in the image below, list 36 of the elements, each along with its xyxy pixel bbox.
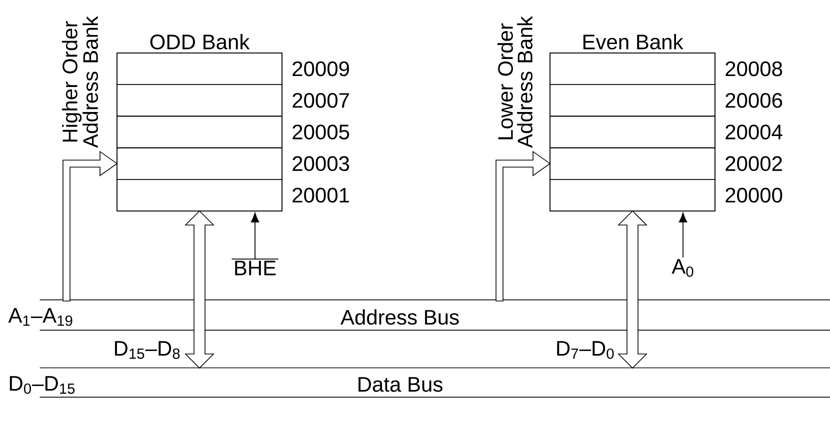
memory-row bbox=[550, 179, 716, 212]
memory-row bbox=[550, 84, 716, 117]
node-label: ODD Bank bbox=[150, 34, 250, 50]
arrow bbox=[678, 212, 688, 258]
signal-label: BHE bbox=[231, 258, 279, 276]
address-label: 20000 bbox=[726, 188, 782, 203]
bus-arrow bbox=[62, 150, 118, 302]
vertical-label: Higher Order Address Bank bbox=[62, 16, 98, 148]
edge-label: D$_{15}$–D$_{8}$ bbox=[115, 341, 180, 359]
address-label: 20003 bbox=[292, 156, 350, 172]
memory-row bbox=[550, 52, 716, 85]
memory-row bbox=[116, 147, 282, 180]
bus-band: A$_{1}$–A$_{19}$ Address Bus bbox=[8, 299, 830, 331]
bus-band: D$_{0}$–D$_{15}$ Data Bus bbox=[10, 367, 830, 398]
bus-arrow bbox=[184, 210, 214, 369]
memory-row bbox=[116, 52, 282, 85]
address-label: 20005 bbox=[292, 124, 350, 140]
arrow bbox=[250, 212, 260, 260]
memory-row bbox=[116, 84, 282, 117]
address-label: 20001 bbox=[292, 188, 349, 203]
node-label: Even Bank bbox=[583, 34, 684, 50]
address-label: 20007 bbox=[292, 92, 349, 108]
vertical-label: Lower Order Address Bank bbox=[498, 16, 532, 148]
bus-arrow bbox=[496, 150, 551, 302]
address-label: 20004 bbox=[726, 124, 782, 140]
memory-row bbox=[550, 147, 716, 180]
edge-label: D$_{7}$–D$_{0}$ bbox=[557, 341, 614, 359]
address-label: 20006 bbox=[726, 92, 782, 108]
address-label: 20008 bbox=[726, 61, 782, 76]
bus-arrow bbox=[618, 210, 648, 369]
address-label: 20002 bbox=[726, 156, 782, 172]
memory-row bbox=[116, 116, 282, 148]
memory-row bbox=[550, 116, 716, 148]
address-label: 20009 bbox=[292, 61, 349, 76]
memory-row bbox=[116, 179, 282, 212]
signal-label: A$_{0}$ bbox=[672, 259, 694, 277]
